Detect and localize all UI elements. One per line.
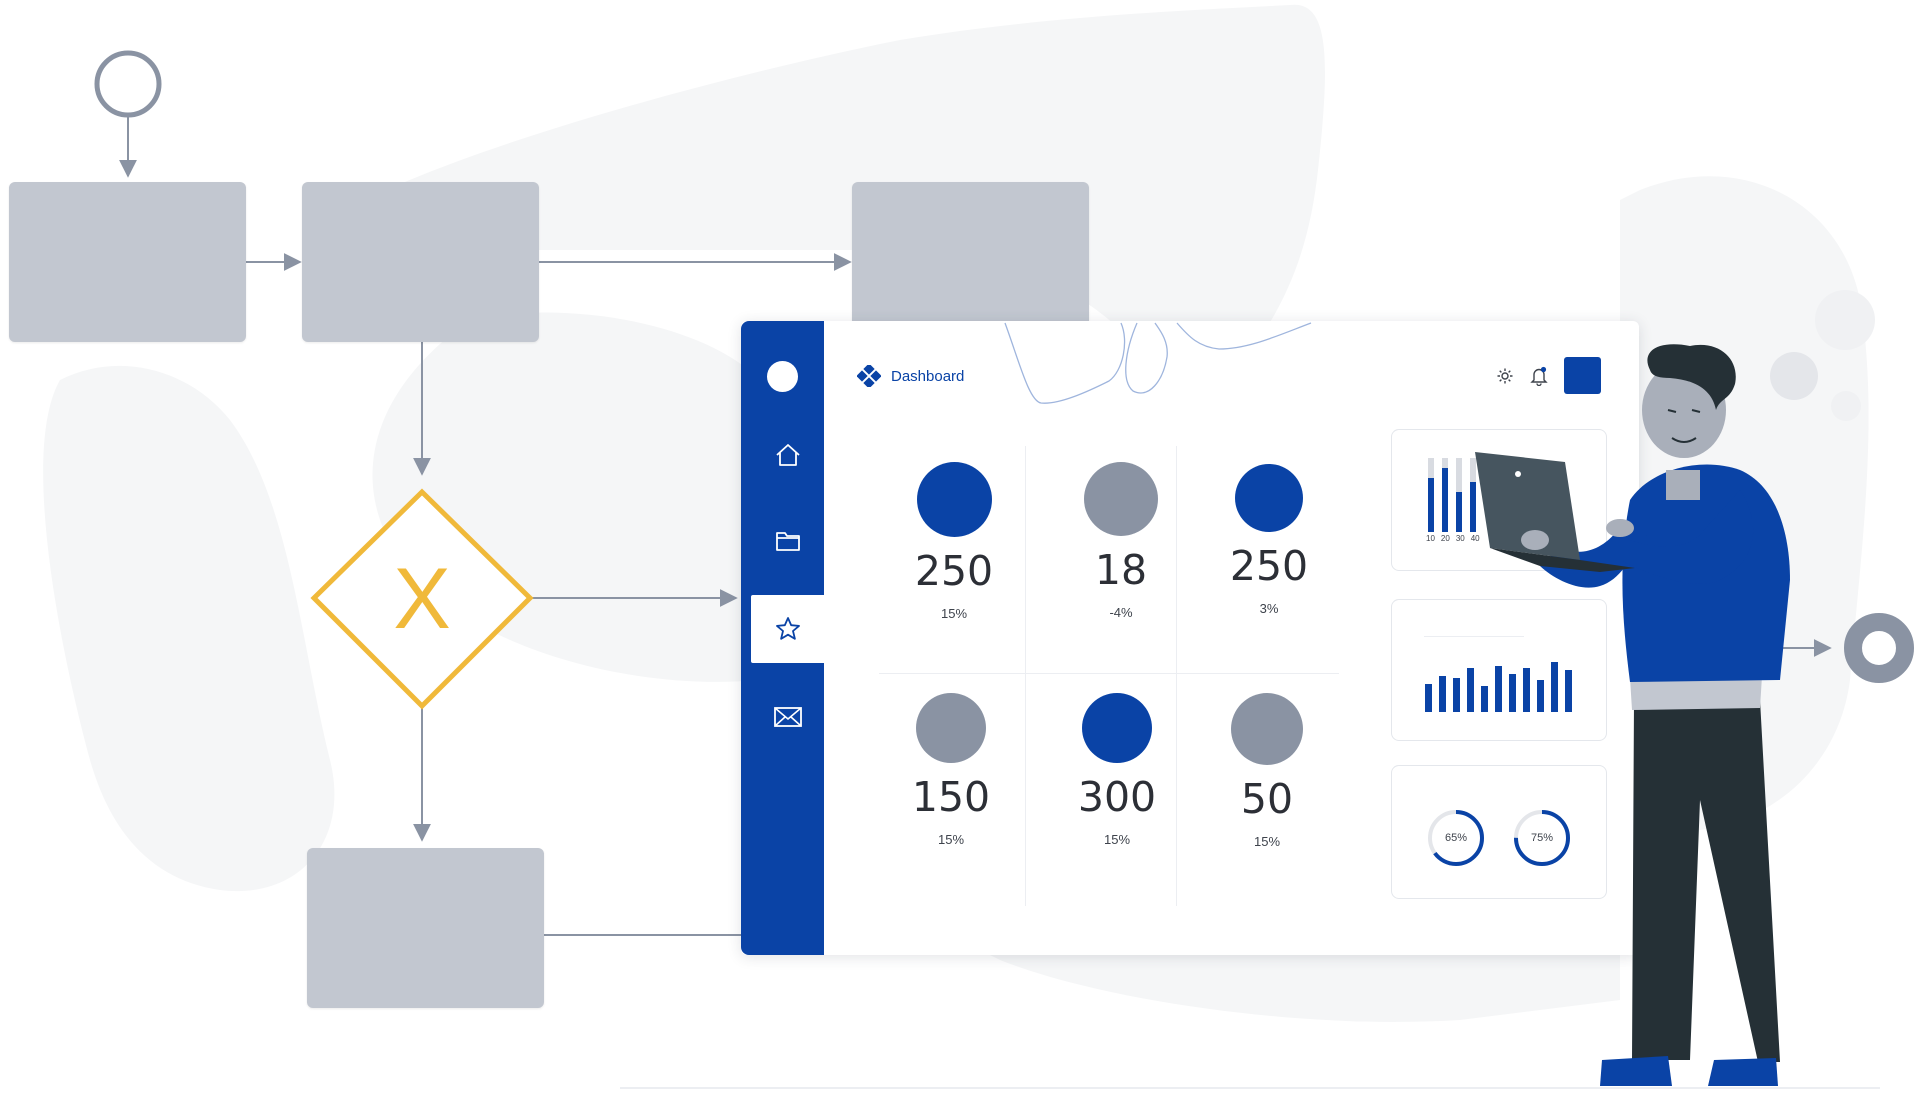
user-avatar[interactable]	[1564, 357, 1601, 394]
task-box-1	[9, 182, 246, 342]
task-box-3	[852, 182, 1089, 321]
progress-ring-1	[1428, 810, 1484, 866]
tick-label: 30	[1455, 534, 1465, 543]
stat-circle	[1231, 693, 1303, 765]
sidebar-item-mail[interactable]	[751, 683, 824, 751]
dashboard-brand: Dashboard	[857, 365, 964, 387]
stat-circle	[916, 462, 992, 537]
stat-card: 250 3%	[1194, 464, 1344, 616]
folder-icon	[775, 532, 800, 551]
stat-card: 50 15%	[1192, 693, 1342, 849]
stat-circle	[1084, 462, 1158, 536]
stat-change: -4%	[1109, 605, 1133, 620]
sidebar-item-home[interactable]	[751, 421, 824, 489]
gateway-x-label: X	[393, 551, 451, 647]
dashboard-title: Dashboard	[891, 367, 965, 385]
stat-card: 18 -4%	[1046, 462, 1196, 620]
stat-card: 300 15%	[1042, 693, 1192, 847]
progress-ring-2	[1514, 810, 1570, 866]
decorative-scribble	[1004, 322, 1312, 404]
end-event-circle	[1844, 613, 1914, 683]
ring-label: 65%	[1444, 832, 1468, 844]
sidebar-avatar[interactable]	[767, 361, 798, 392]
sidebar-item-folder[interactable]	[751, 507, 824, 575]
stat-change: 15%	[940, 606, 968, 621]
mail-icon	[773, 707, 802, 727]
ring-label: 75%	[1530, 832, 1554, 844]
stat-change: 15%	[1103, 832, 1131, 847]
task-box-2	[302, 182, 539, 342]
stat-value: 150	[911, 773, 991, 821]
stat-value: 50	[1240, 775, 1294, 823]
gear-icon[interactable]	[1496, 367, 1514, 385]
tick-label: 10	[1426, 534, 1435, 543]
exclusive-gateway-diamond	[310, 488, 534, 710]
stat-card: 250 15%	[879, 462, 1029, 621]
bar-tick-labels: 10 20 30 40	[1426, 534, 1480, 543]
stats-grid: 250 15% 18 -4% 250 3% 150 15% 300 15% 50…	[879, 446, 1339, 906]
stat-circle	[1082, 693, 1152, 763]
sidebar-item-favorites[interactable]	[751, 595, 824, 663]
home-icon	[775, 444, 800, 466]
stat-change: 15%	[1253, 834, 1281, 849]
stat-change: 15%	[937, 832, 965, 847]
stat-value: 250	[914, 547, 994, 595]
histogram-card	[1391, 599, 1607, 741]
stat-circle	[916, 693, 986, 763]
bell-icon[interactable]	[1530, 366, 1548, 386]
star-icon	[775, 617, 800, 640]
tick-label: 20	[1440, 534, 1450, 543]
vertical-bars	[1428, 458, 1476, 532]
start-event-circle	[94, 50, 162, 118]
header-actions	[1496, 357, 1601, 394]
stat-value: 250	[1229, 542, 1309, 590]
stat-card: 150 15%	[876, 693, 1026, 847]
stat-value: 300	[1077, 773, 1157, 821]
tick-label: 40	[1470, 534, 1480, 543]
stat-change: 3%	[1259, 601, 1279, 616]
histogram-bars	[1425, 662, 1572, 712]
dashboard-sidebar	[741, 321, 824, 955]
progress-rings-card: 65% 75%	[1391, 765, 1607, 899]
task-box-4	[307, 848, 544, 1008]
stat-value: 18	[1094, 546, 1148, 594]
logo-icon	[857, 365, 881, 387]
stat-circle	[1235, 464, 1303, 532]
